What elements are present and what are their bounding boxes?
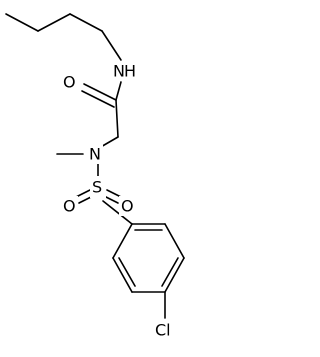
amide-group — [81, 81, 122, 149]
nh-label-background — [111, 61, 134, 81]
ring-bond-3 — [164, 257, 185, 293]
bond-c1-c2 — [5, 13, 39, 32]
sulfonyl-oxygen-left-label: O — [63, 197, 76, 216]
carbonyl-oxygen-label: O — [63, 73, 76, 92]
sulfur-label-background — [90, 176, 106, 198]
sulfonamide-n-label-background — [87, 144, 103, 164]
bond-carbonyl-double-2 — [81, 90, 115, 108]
benzene-ring — [112, 223, 185, 319]
chemical-structure-diagram: N H O N S O O Cl — [5, 13, 185, 341]
sulfonamide-group — [56, 153, 133, 225]
chlorine-label-background — [153, 319, 178, 341]
bond-carbonyl-double-1 — [83, 83, 117, 101]
carbonyl-o-label-background — [61, 72, 78, 92]
bond-s-o-right-1 — [106, 189, 122, 198]
butyl-chain — [5, 13, 122, 61]
atom-labels: N H O N S O O Cl — [61, 61, 178, 341]
ring-inner-bond-b — [161, 257, 179, 287]
amide-hydrogen-label: H — [124, 62, 136, 81]
bond-s-ring — [102, 200, 133, 225]
sulfur-label: S — [92, 178, 102, 197]
sulfonyl-o-right-label-background — [119, 196, 136, 216]
bond-s-o-left-1 — [75, 189, 91, 198]
ring-bond-6 — [112, 223, 133, 259]
bond-c4-n — [101, 30, 122, 61]
bond-c2-c3 — [37, 13, 71, 32]
sulfonyl-o-left-label-background — [61, 196, 78, 216]
sulfonyl-oxygen-right-label: O — [121, 197, 134, 216]
bond-n-carbonyl-c — [115, 81, 122, 101]
sulfonamide-nitrogen-label: N — [89, 145, 101, 164]
bond-carbonyl-c-ch2 — [115, 99, 119, 138]
amide-nitrogen-label: N — [113, 62, 125, 81]
ring-bond-5 — [112, 257, 133, 293]
ring-inner-bond-c — [118, 257, 136, 287]
bond-s-o-right-2 — [103, 195, 119, 204]
chlorine-label: Cl — [155, 321, 171, 340]
ring-bond-2 — [164, 223, 185, 259]
bond-c3-c4 — [69, 13, 103, 32]
